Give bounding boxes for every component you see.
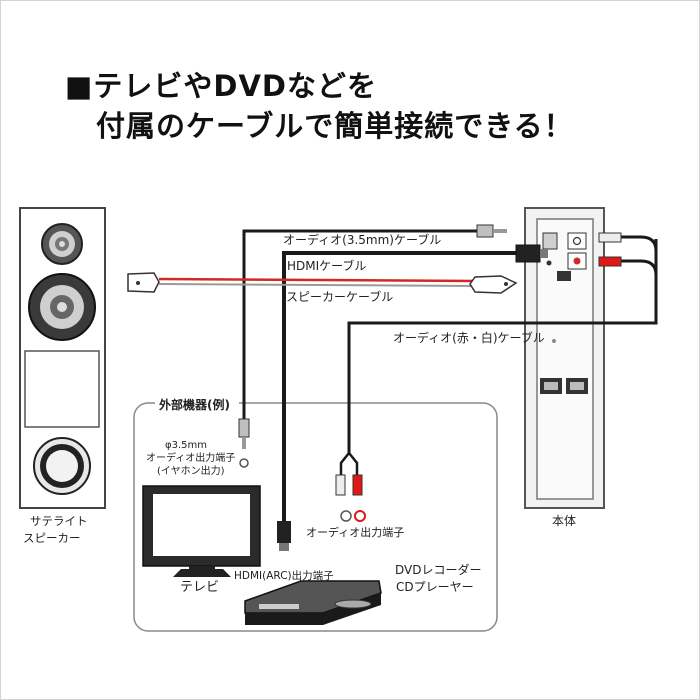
dvd-recorder-icon: [244, 580, 382, 625]
main-unit: [524, 207, 605, 509]
phono-port-label-3: (イヤホン出力): [157, 464, 225, 477]
external-devices-box: [133, 402, 498, 632]
tweeter-icon: [41, 223, 83, 265]
audio-rca-cable: [335, 232, 658, 522]
tv-icon: [142, 485, 261, 577]
phono-port-icon: [239, 458, 249, 468]
satellite-label-1: サテライト: [30, 514, 88, 528]
bass-port-icon: [33, 437, 91, 495]
headline-line-1: ■テレビやDVDなどを: [65, 69, 377, 103]
speaker-cable-label: スピーカーケーブル: [286, 289, 393, 304]
speaker-cable: [127, 272, 518, 294]
hdmi-arc-port-label: HDMI(ARC)出力端子: [234, 569, 334, 582]
woofer-icon: [28, 273, 96, 341]
phono-port-label-1: φ3.5mm: [165, 440, 207, 451]
audio-out-port-label: オーディオ出力端子: [306, 525, 404, 539]
headline-line-2: 付属のケーブルで簡単接続できる！: [96, 109, 574, 143]
external-devices-title: 外部機器(例): [159, 397, 230, 412]
tv-label: テレビ: [180, 580, 219, 595]
dvd-label-2: CDプレーヤー: [396, 580, 474, 594]
audio-35mm-cable-label: オーディオ(3.5mm)ケーブル: [283, 232, 441, 247]
dvd-label-1: DVDレコーダー: [395, 562, 481, 577]
audio-rca-cable-label: オーディオ(赤・白)ケーブル: [393, 330, 545, 345]
audio-35mm-cable: [238, 224, 507, 449]
satellite-speaker: [19, 207, 106, 509]
satellite-label-2: スピーカー: [23, 531, 81, 545]
hdmi-cable-label: HDMIケーブル: [287, 258, 366, 273]
main-unit-label: 本体: [552, 514, 576, 528]
phono-port-label-2: オーディオ出力端子: [146, 451, 235, 464]
hdmi-cable: [277, 244, 548, 551]
